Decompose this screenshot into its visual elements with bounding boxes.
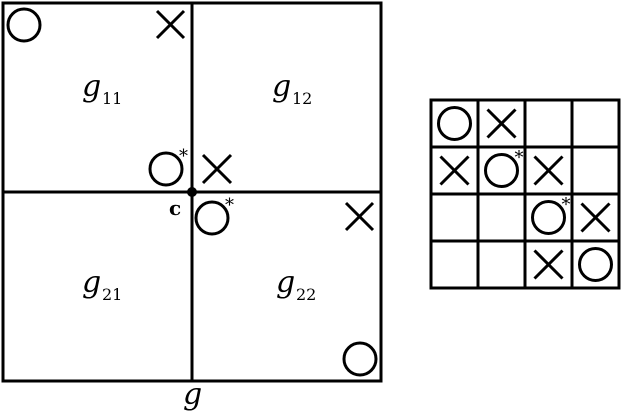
star-mark: * <box>515 148 524 169</box>
cross-marker <box>155 9 186 40</box>
quadrant-label-base: g <box>272 69 291 104</box>
cross-marker <box>580 202 611 233</box>
circle-marker <box>578 247 613 282</box>
quadrant-label-base: g <box>276 265 295 300</box>
center-point <box>187 187 197 197</box>
cross-marker <box>344 201 375 232</box>
quadrant-label-sub: 22 <box>296 285 316 304</box>
quadrant-label-g22: g 22 <box>276 265 316 304</box>
quadrant-label-base: g <box>82 265 101 300</box>
quadrant-label-base: g <box>82 69 101 104</box>
center-label: c <box>169 196 181 220</box>
circle-marker <box>6 7 42 43</box>
big-grid-markers <box>6 7 378 377</box>
circle-marker-starred <box>484 153 519 188</box>
cross-marker <box>533 155 564 186</box>
grid-label: g <box>183 377 202 412</box>
quadrant-label-g12: g 12 <box>272 69 312 108</box>
circle-marker <box>437 106 472 141</box>
circle-marker-starred <box>148 151 184 187</box>
quadrant-label-sub: 21 <box>102 285 122 304</box>
quadrant-label-sub: 12 <box>292 89 312 108</box>
star-mark: * <box>179 146 188 167</box>
cross-marker <box>533 249 564 280</box>
circle-marker-starred <box>531 200 566 235</box>
small-grid: ** <box>429 98 621 290</box>
cross-marker <box>201 153 233 185</box>
circle-marker <box>342 341 378 377</box>
circle-marker-starred <box>194 200 230 236</box>
cross-marker <box>486 108 517 139</box>
star-mark: * <box>225 195 234 216</box>
star-mark: * <box>562 195 571 216</box>
quadrant-label-sub: 11 <box>102 89 122 108</box>
cross-marker <box>439 155 470 186</box>
quadrant-label-g21: g 21 <box>82 265 122 304</box>
quadrant-label-g11: g 11 <box>82 69 122 108</box>
